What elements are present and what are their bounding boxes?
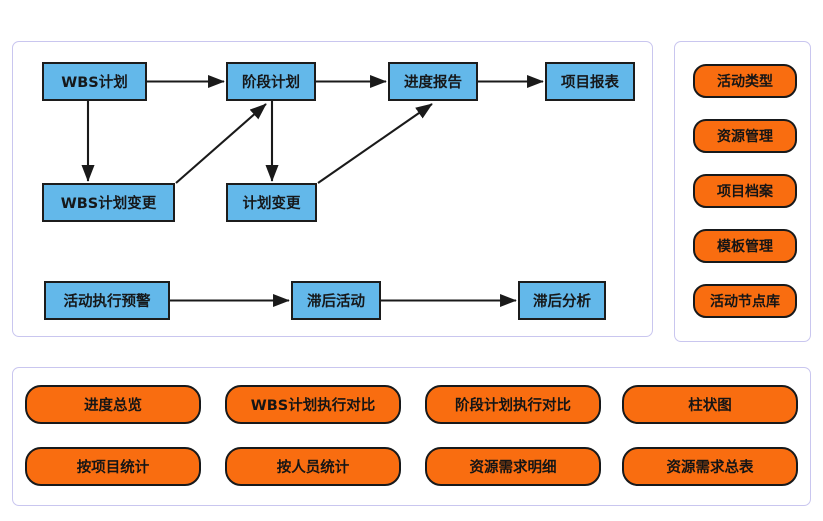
report-button-resource-demand-detail[interactable]: 资源需求明细 (425, 447, 601, 486)
report-button-bar-chart[interactable]: 柱状图 (622, 385, 798, 424)
flow-node-delay-analysis[interactable]: 滞后分析 (518, 281, 606, 320)
report-button-wbs-plan-exec-compare[interactable]: WBS计划执行对比 (225, 385, 401, 424)
module-button-activity-type[interactable]: 活动类型 (693, 64, 797, 98)
module-button-project-archive[interactable]: 项目档案 (693, 174, 797, 208)
report-button-stage-plan-exec-compare[interactable]: 阶段计划执行对比 (425, 385, 601, 424)
flow-node-project-report[interactable]: 项目报表 (545, 62, 635, 101)
flow-node-wbs-plan[interactable]: WBS计划 (42, 62, 147, 101)
flow-node-activity-alert[interactable]: 活动执行预警 (44, 281, 170, 320)
module-button-template-mgmt[interactable]: 模板管理 (693, 229, 797, 263)
flow-node-wbs-plan-change[interactable]: WBS计划变更 (42, 183, 175, 222)
flow-node-delayed-activity[interactable]: 滞后活动 (291, 281, 381, 320)
module-button-activity-node-lib[interactable]: 活动节点库 (693, 284, 797, 318)
flow-node-stage-plan[interactable]: 阶段计划 (226, 62, 316, 101)
flow-node-progress-report[interactable]: 进度报告 (388, 62, 478, 101)
flow-node-plan-change[interactable]: 计划变更 (226, 183, 317, 222)
report-button-stats-by-project[interactable]: 按项目统计 (25, 447, 201, 486)
report-button-stats-by-person[interactable]: 按人员统计 (225, 447, 401, 486)
report-button-resource-demand-summary[interactable]: 资源需求总表 (622, 447, 798, 486)
module-button-resource-mgmt[interactable]: 资源管理 (693, 119, 797, 153)
report-button-progress-overview[interactable]: 进度总览 (25, 385, 201, 424)
